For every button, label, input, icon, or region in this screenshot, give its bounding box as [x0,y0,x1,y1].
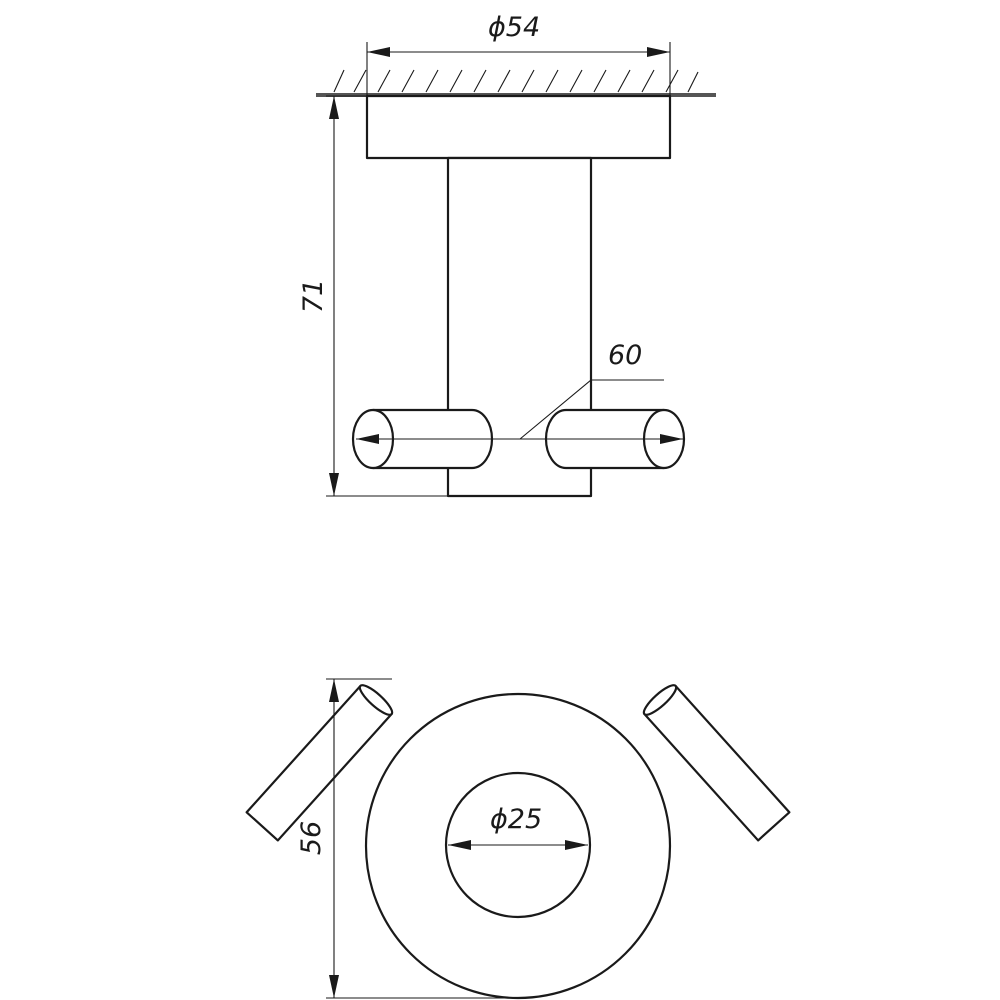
dimension-span-60: 60 [356,340,683,444]
right-arm-front [642,684,791,842]
side-view: ϕ54 71 60 [298,12,716,498]
height-56-label: 56 [296,821,327,855]
base-plate [365,94,672,160]
height-71-label: 71 [298,279,329,313]
wall-hatching [333,69,699,93]
dimension-height-56: 56 [296,678,518,999]
diameter-54-label: ϕ54 [488,12,540,43]
dimension-height-71: 71 [298,95,448,497]
left-arm-front [245,684,394,842]
span-60-label: 60 [608,340,642,371]
dimension-diameter-25: ϕ25 [448,804,588,850]
diameter-25-label: ϕ25 [490,804,542,835]
dimension-diameter-54: ϕ54 [366,12,671,96]
front-view: ϕ25 56 [245,678,791,1000]
